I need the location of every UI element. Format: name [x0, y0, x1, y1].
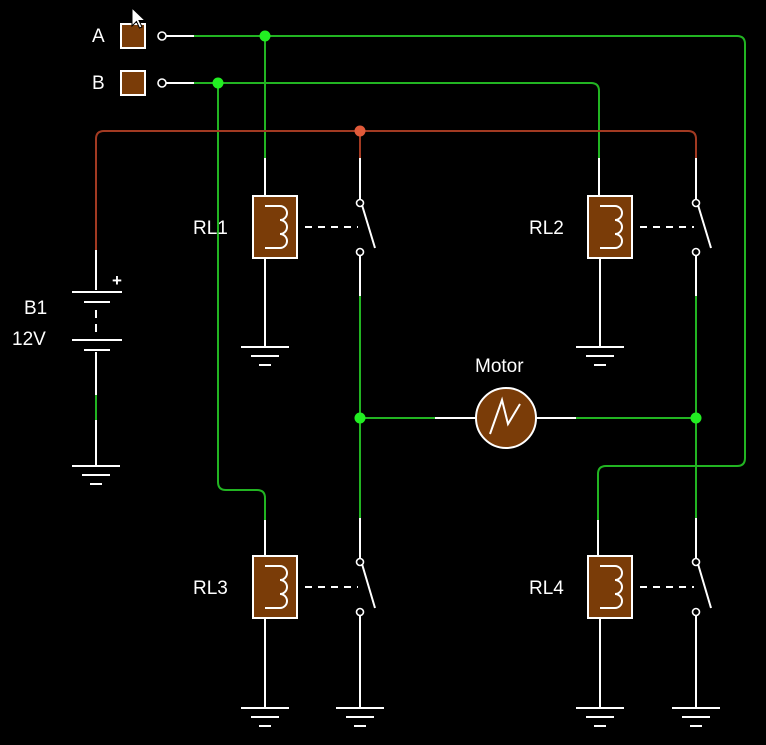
battery-name: B1: [24, 298, 47, 319]
junction-node: [354, 412, 366, 424]
input-b-terminal: [157, 78, 167, 88]
ground-icon: [72, 465, 120, 485]
relay-rl1-label: RL1: [193, 218, 228, 239]
input-b-label: B: [92, 73, 105, 94]
relay-rl1: RL1: [193, 195, 376, 366]
wire-b: [166, 82, 600, 556]
junction-node: [690, 412, 702, 424]
junction-nodes: [212, 30, 702, 424]
battery-plus-sign: +: [112, 271, 122, 290]
input-a[interactable]: A: [92, 23, 167, 49]
ground-icon: [672, 707, 720, 727]
input-a-label: A: [92, 26, 105, 47]
mouse-cursor-icon: [131, 6, 147, 29]
junction-node: [354, 125, 366, 137]
junction-node: [259, 30, 271, 42]
wire-bridge: [359, 256, 697, 558]
battery-voltage: 12V: [12, 329, 46, 350]
relay-contact-icon: [691, 198, 712, 257]
junction-node: [212, 77, 224, 89]
relay-contact-icon: [691, 557, 712, 617]
ground-icon: [336, 707, 384, 727]
motor: Motor: [475, 356, 537, 449]
wire-a: [166, 35, 746, 556]
ground-icon: [241, 346, 289, 366]
relay-rl4-label: RL4: [529, 578, 564, 599]
battery-b1: + B1 12V: [12, 250, 122, 485]
ground-icon: [241, 707, 289, 727]
ground-icon: [576, 707, 624, 727]
motor-label: Motor: [475, 356, 524, 377]
relay-rl4: RL4: [529, 555, 720, 727]
relay-rl2: RL2: [529, 195, 712, 366]
input-b[interactable]: B: [92, 70, 167, 96]
relay-contact-icon: [355, 198, 376, 257]
relay-contact-icon: [355, 557, 376, 617]
input-b-toggle[interactable]: [120, 70, 146, 96]
ground-icon: [576, 346, 624, 366]
relay-rl3: RL3: [193, 555, 384, 727]
input-a-terminal: [157, 31, 167, 41]
relay-rl2-label: RL2: [529, 218, 564, 239]
relay-rl3-label: RL3: [193, 578, 228, 599]
input-a-toggle[interactable]: [120, 23, 146, 49]
